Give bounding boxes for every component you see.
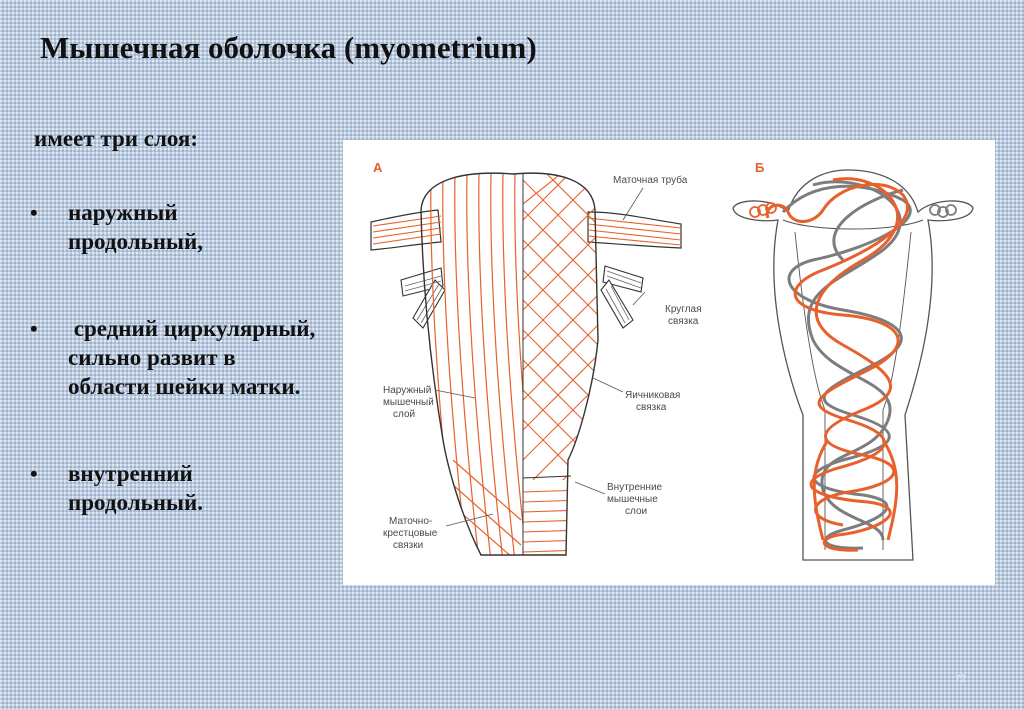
label-inner-2: мышечные <box>607 494 658 505</box>
left-coil <box>749 202 777 218</box>
round-ligament-left <box>400 267 446 329</box>
label-ovarian-1: Яичниковая <box>625 390 680 401</box>
bullet-icon: • <box>30 316 38 341</box>
label-round-ligament-1: Круглая <box>665 304 702 315</box>
panel-b-letter: Б <box>755 160 764 175</box>
bullet-icon: • <box>30 461 38 486</box>
label-outer-3: слой <box>393 409 415 420</box>
orange-fibers <box>765 177 909 552</box>
label-sacro-2: крестцовые <box>383 528 438 539</box>
fallopian-tube-right <box>587 211 682 249</box>
list-item: • внутренний продольный. <box>30 459 318 517</box>
fallopian-tube-left <box>370 209 442 251</box>
uterus-outline <box>420 172 599 556</box>
figure-svg: А <box>370 160 974 561</box>
label-round-ligament-2: связка <box>668 316 699 327</box>
page-number: 77 <box>954 674 966 685</box>
outer-layer <box>430 173 598 555</box>
intro-text: имеет три слоя: <box>34 126 199 151</box>
label-outer-2: мышечный <box>383 397 434 408</box>
label-tube: Маточная труба <box>613 174 688 186</box>
panel-a-letter: А <box>373 160 383 175</box>
panel-a: А <box>370 160 702 556</box>
uterus-outline-b <box>732 169 974 561</box>
round-ligament-right <box>600 265 644 329</box>
list-item: • наружный продольный, <box>30 198 318 256</box>
bullet-text: внутренний продольный. <box>68 461 203 515</box>
right-coil <box>929 204 957 218</box>
myometrium-figure: А <box>343 140 995 585</box>
bullet-text: средний циркулярный, сильно развит в обл… <box>68 316 322 399</box>
list-item: • средний циркулярный, сильно развит в о… <box>30 314 318 401</box>
label-outer-1: Наружный <box>383 385 431 396</box>
label-inner-1: Внутренние <box>607 482 663 493</box>
bullet-icon: • <box>30 200 38 225</box>
panel-b: Б <box>732 160 974 561</box>
bullet-text: наружный продольный, <box>68 200 203 254</box>
label-sacro-1: Маточно- <box>389 516 432 527</box>
layers-list: • наружный продольный, • средний циркуля… <box>30 198 318 517</box>
label-ovarian-2: связка <box>636 402 667 413</box>
label-sacro-3: связки <box>393 540 423 551</box>
slide-title: Мышечная оболочка (myometrium) <box>40 30 537 65</box>
label-inner-3: слои <box>625 506 647 517</box>
